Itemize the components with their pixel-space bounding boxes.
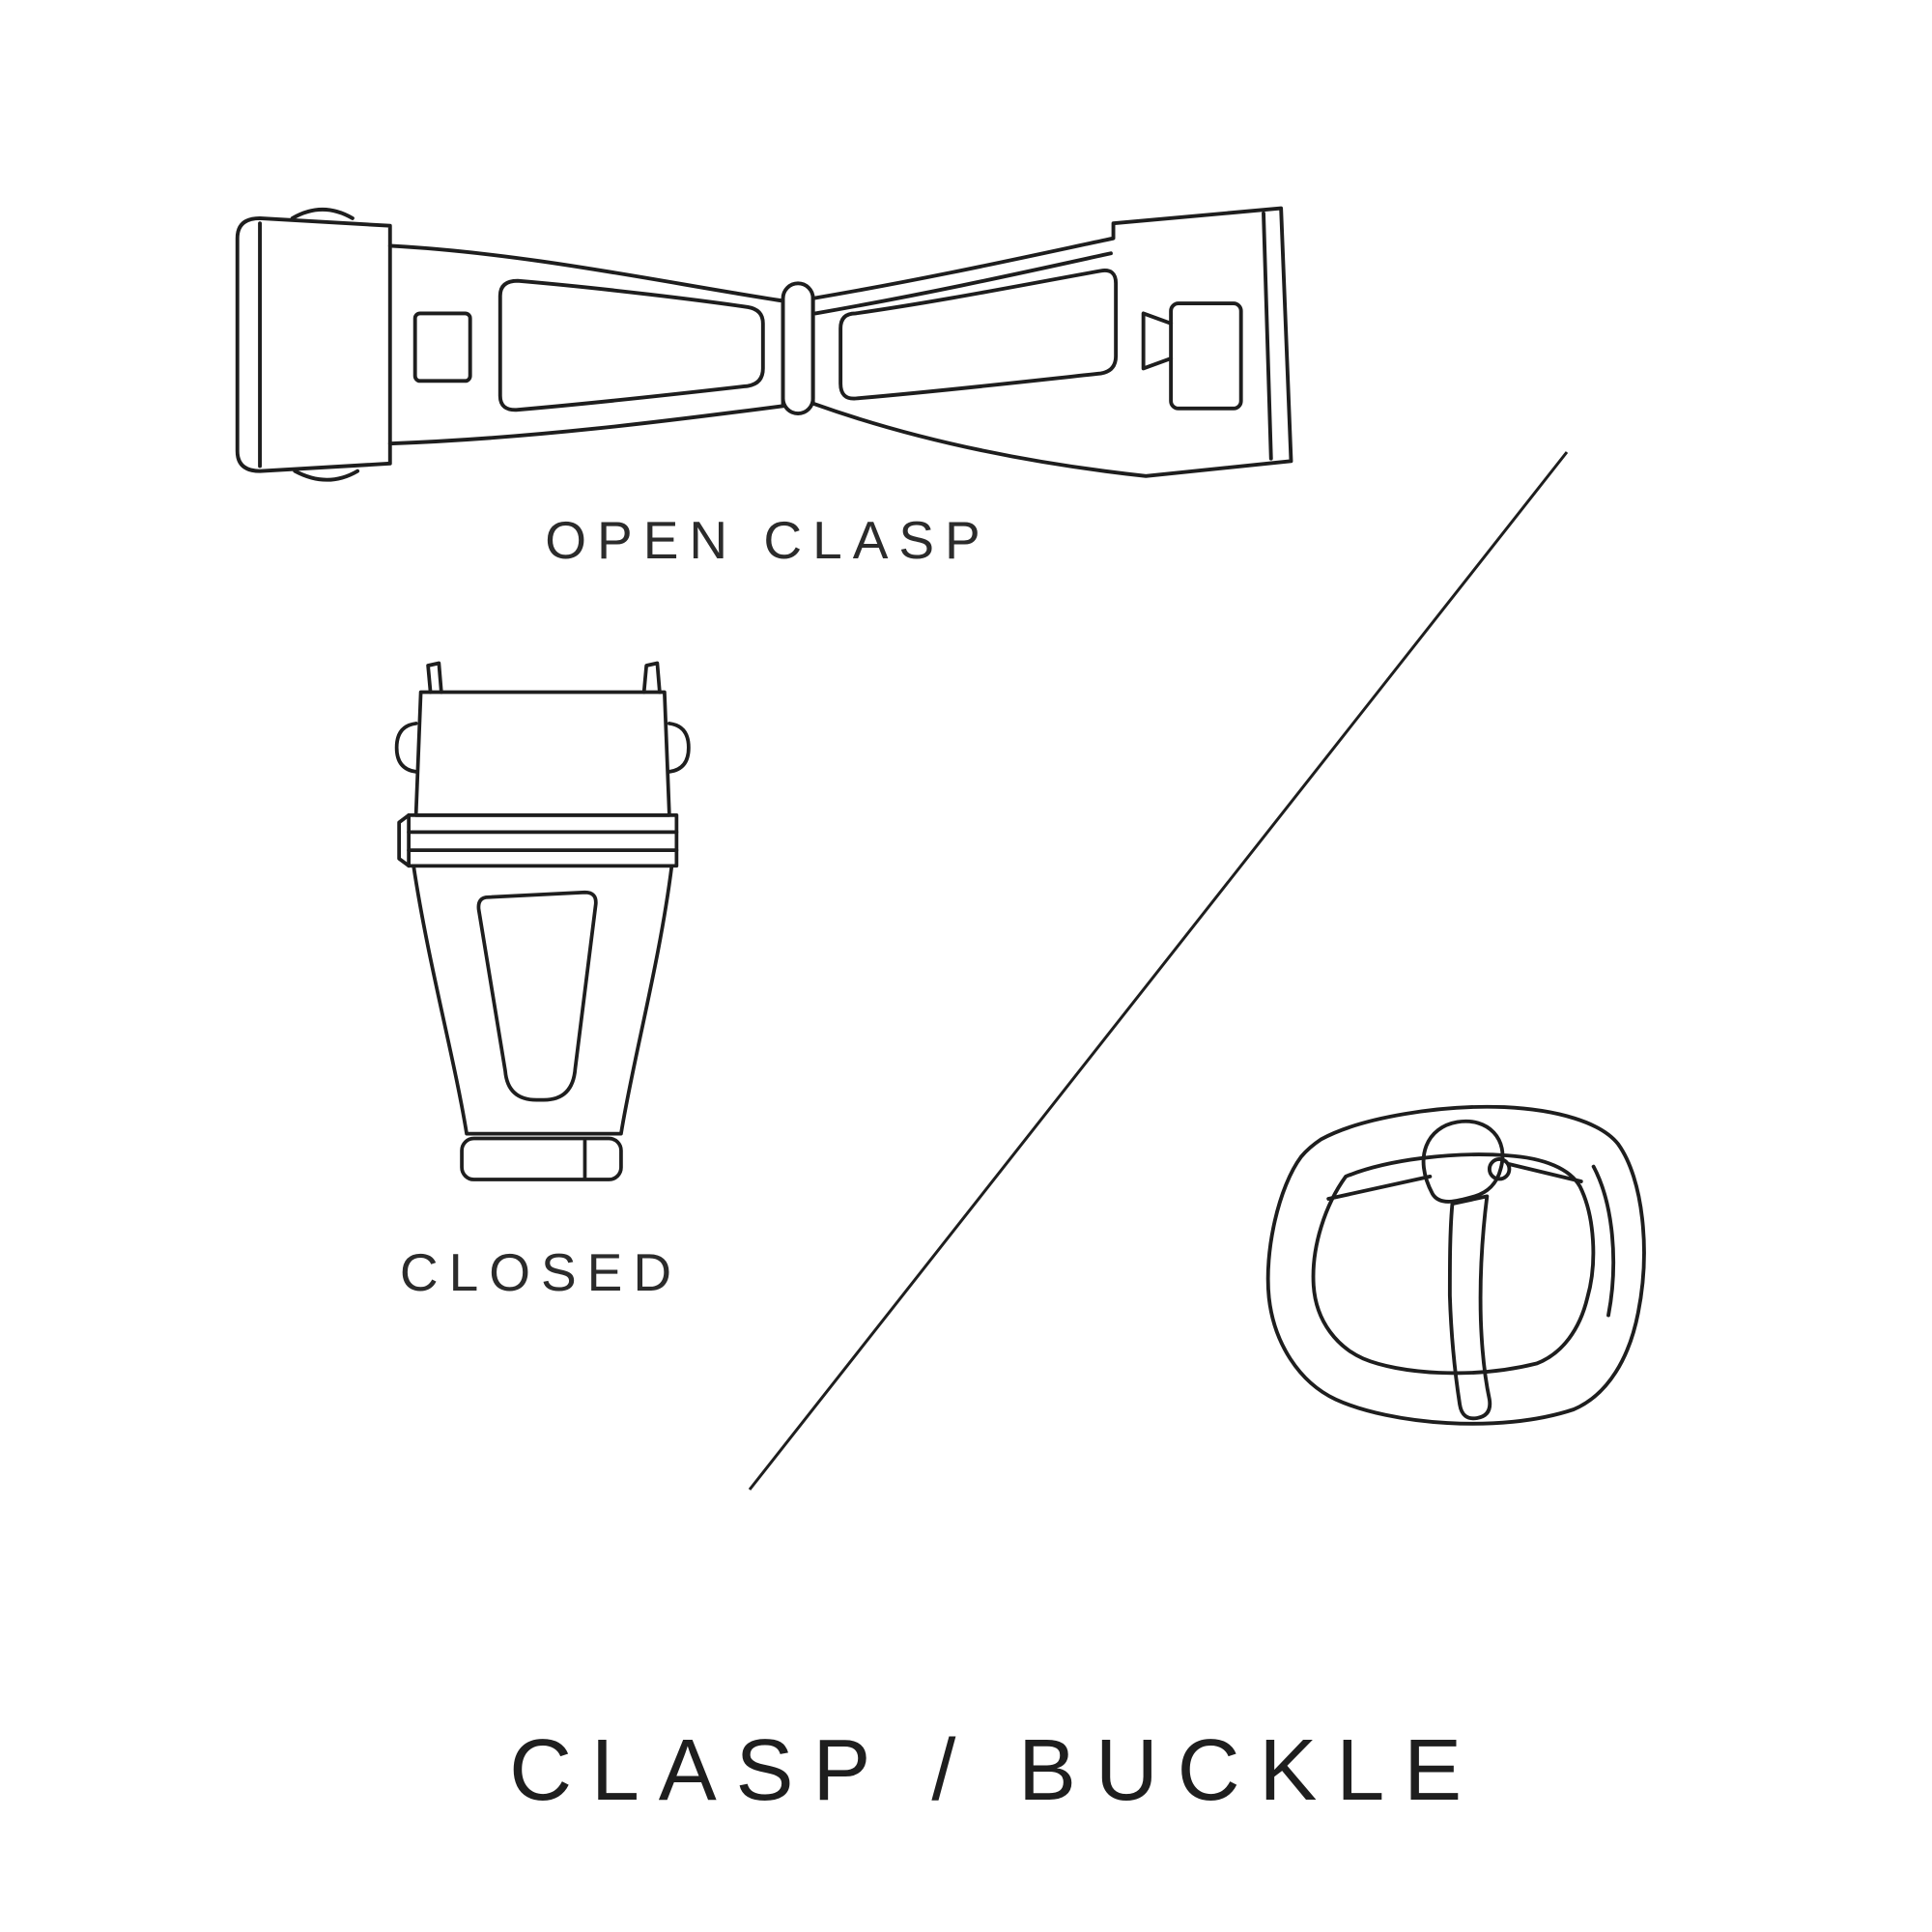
closed-clasp-label: CLOSED <box>399 1242 683 1302</box>
diagram-title: CLASP / BUCKLE <box>509 1722 1481 1819</box>
closed-clasp-illustration <box>394 661 691 1181</box>
tang-buckle-illustration <box>1265 1104 1646 1426</box>
open-clasp-illustration <box>235 206 1293 482</box>
open-clasp-label: OPEN CLASP <box>545 510 991 570</box>
